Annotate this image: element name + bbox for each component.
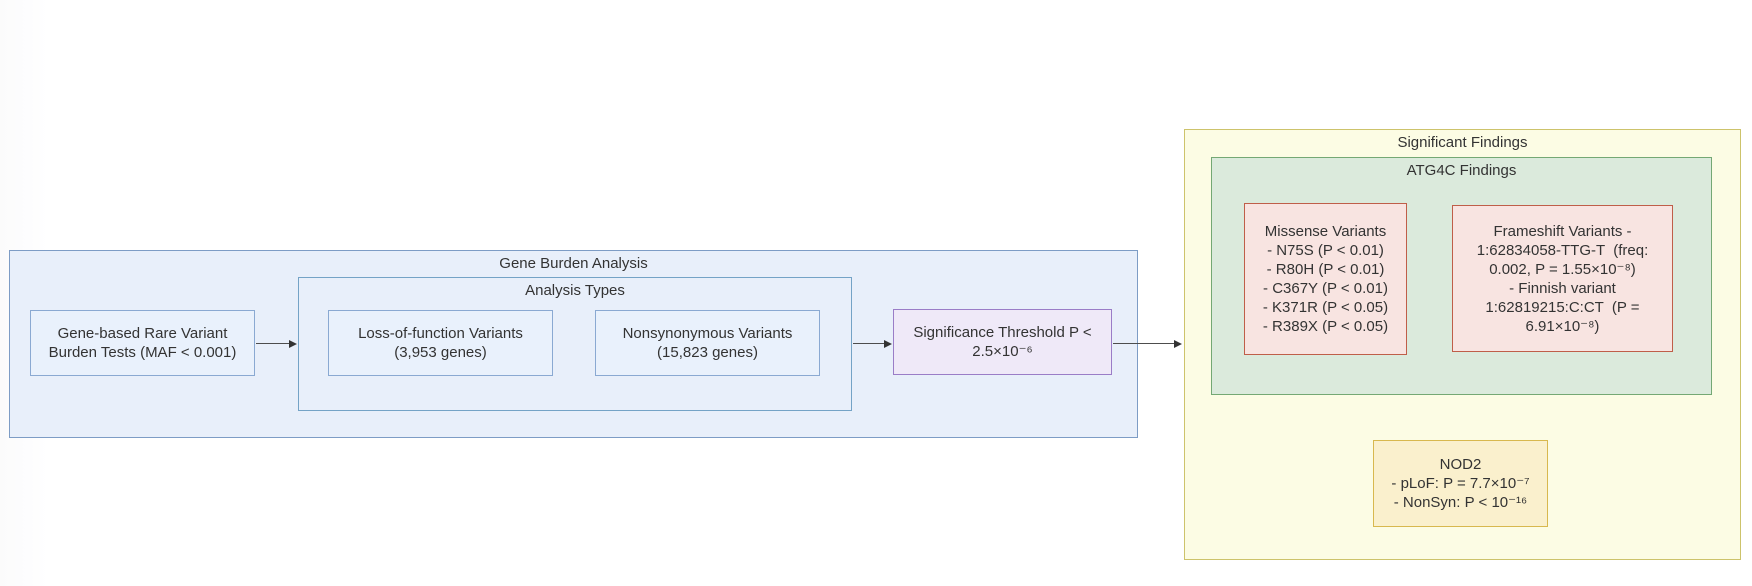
subgraph-significant-findings-label: Significant Findings <box>1397 134 1528 151</box>
subgraph-atg4c-findings-label: ATG4C Findings <box>1406 162 1517 179</box>
arrow-gene-based-to-analysis-types <box>256 339 297 348</box>
arrowhead-right-icon <box>289 339 297 348</box>
node-loss-of-function-variants: Loss-of-function Variants (3,953 genes) <box>328 310 553 376</box>
arrowhead-right-icon <box>1174 339 1182 348</box>
node-missense-variants: Missense Variants - N75S (P < 0.01) - R8… <box>1244 203 1407 355</box>
arrowhead-right-icon <box>884 339 892 348</box>
node-frameshift-variants: Frameshift Variants - 1:62834058-TTG-T (… <box>1452 205 1673 352</box>
arrow-threshold-to-significant-findings <box>1113 339 1182 348</box>
node-gene-based-burden-tests: Gene-based Rare Variant Burden Tests (MA… <box>30 310 255 376</box>
node-significance-threshold: Significance Threshold P < 2.5×10⁻⁶ <box>893 309 1112 375</box>
node-nonsynonymous-variants: Nonsynonymous Variants (15,823 genes) <box>595 310 820 376</box>
subgraph-analysis-types-label: Analysis Types <box>525 282 625 299</box>
node-nod2-findings: NOD2 - pLoF: P = 7.7×10⁻⁷ - NonSyn: P < … <box>1373 440 1548 527</box>
subgraph-gene-burden-analysis-label: Gene Burden Analysis <box>499 255 648 272</box>
arrow-analysis-types-to-threshold <box>853 339 892 348</box>
